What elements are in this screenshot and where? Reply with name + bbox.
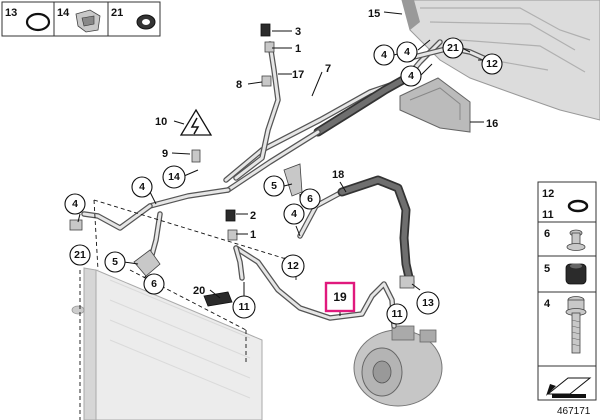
callout-21b: 21 (74, 249, 86, 261)
long-bolt-icon (565, 296, 587, 354)
callout-9[interactable]: 9 (162, 148, 168, 160)
legend-right: 12 11 6 5 4 (537, 181, 597, 417)
part-20 (203, 291, 233, 307)
bolt-washer-icon (566, 229, 586, 251)
callout-14: 14 (168, 171, 180, 183)
callout-19: 19 (333, 290, 347, 304)
bracket-icon (75, 9, 101, 33)
callout-10[interactable]: 10 (155, 116, 167, 128)
callout-4b: 4 (404, 46, 410, 58)
callout-8[interactable]: 8 (236, 79, 242, 91)
legend-num-12: 12 (542, 188, 554, 200)
callout-4d: 4 (139, 181, 145, 193)
callout-17[interactable]: 17 (292, 69, 304, 81)
callout-4d-circle[interactable] (131, 176, 153, 198)
legend-num-4: 4 (544, 298, 551, 310)
callout-16[interactable]: 16 (486, 118, 498, 130)
callouts: 15 3 1 17 8 7 4 4 21 12 4 16 10 9 14 4 4… (64, 8, 503, 325)
callout-4a: 4 (381, 49, 387, 61)
legend-box-6[interactable] (537, 221, 597, 257)
callout-4e-circle[interactable] (64, 193, 86, 215)
callout-4e: 4 (72, 198, 78, 210)
fitting-4a (69, 219, 83, 231)
callout-18[interactable]: 18 (332, 169, 344, 181)
cap-3 (260, 23, 271, 37)
bracket-16 (399, 77, 471, 133)
callout-21a: 21 (447, 42, 459, 54)
highlight-box-19[interactable] (324, 281, 356, 313)
legend-box-4[interactable] (537, 291, 597, 367)
valve-1b (227, 229, 238, 241)
callout-2[interactable]: 2 (250, 210, 256, 222)
callout-6a-circle[interactable] (299, 188, 321, 210)
callout-5a: 5 (271, 180, 277, 192)
callout-6b-circle[interactable] (143, 273, 165, 295)
callout-12a-circle[interactable] (481, 53, 503, 75)
callout-3[interactable]: 3 (295, 26, 301, 38)
legend-num-6: 6 (544, 228, 550, 240)
callout-1b[interactable]: 1 (250, 229, 256, 241)
callout-12a: 12 (486, 58, 498, 70)
callout-11b-circle[interactable] (386, 303, 408, 325)
callout-12b-circle[interactable] (281, 254, 305, 278)
callout-7[interactable]: 7 (325, 63, 331, 75)
callout-5a-circle[interactable] (263, 175, 285, 197)
bracket-5a (283, 163, 303, 197)
callout-13-circle[interactable] (416, 291, 440, 315)
callout-1a[interactable]: 1 (295, 43, 301, 55)
callout-20[interactable]: 20 (193, 285, 205, 297)
callout-13: 13 (422, 297, 434, 309)
callout-11b: 11 (391, 308, 402, 320)
callout-21a-circle[interactable] (442, 37, 464, 59)
callout-5b: 5 (112, 256, 118, 268)
clip-8 (261, 75, 272, 87)
cap-2 (225, 209, 236, 222)
legend-num-13: 13 (5, 7, 17, 19)
callout-21b-circle[interactable] (69, 244, 91, 266)
rubber-mount-icon (565, 263, 587, 285)
callout-11a-circle[interactable] (232, 295, 256, 319)
condenser-icon (71, 267, 263, 420)
legend-top: 13 14 21 (1, 1, 161, 37)
fitting-13 (399, 275, 415, 289)
ac-compressor-icon (353, 325, 443, 407)
legend-num-11: 11 (542, 209, 554, 221)
arrow-icon (546, 377, 592, 398)
callout-14-circle[interactable] (162, 165, 186, 189)
callout-15[interactable]: 15 (368, 8, 380, 20)
electrical-warning-icon (179, 108, 213, 136)
callout-4c: 4 (408, 70, 414, 82)
seal-ring-icon (567, 199, 589, 213)
bolt-9 (191, 149, 201, 163)
legend-num-5: 5 (544, 263, 550, 275)
legend-box-12-11[interactable] (537, 181, 597, 223)
callout-5b-circle[interactable] (104, 251, 126, 273)
grommet-icon (136, 14, 156, 30)
callout-6a: 6 (307, 193, 313, 205)
callout-6b: 6 (151, 278, 157, 290)
callout-4b-circle[interactable] (396, 41, 418, 63)
callout-11a: 11 (238, 301, 249, 313)
callout-4c-circle[interactable] (400, 65, 422, 87)
callout-12b: 12 (287, 260, 299, 272)
callout-4f: 4 (291, 208, 297, 220)
legend-num-14: 14 (57, 7, 70, 19)
callout-4f-circle[interactable] (283, 203, 305, 225)
valve-1a (264, 41, 275, 53)
callout-4a-circle[interactable] (373, 44, 395, 66)
o-ring-icon (25, 12, 51, 32)
legend-num-21: 21 (111, 7, 123, 19)
bracket-5b (133, 249, 161, 277)
diagram-id: 467171 (557, 406, 591, 417)
